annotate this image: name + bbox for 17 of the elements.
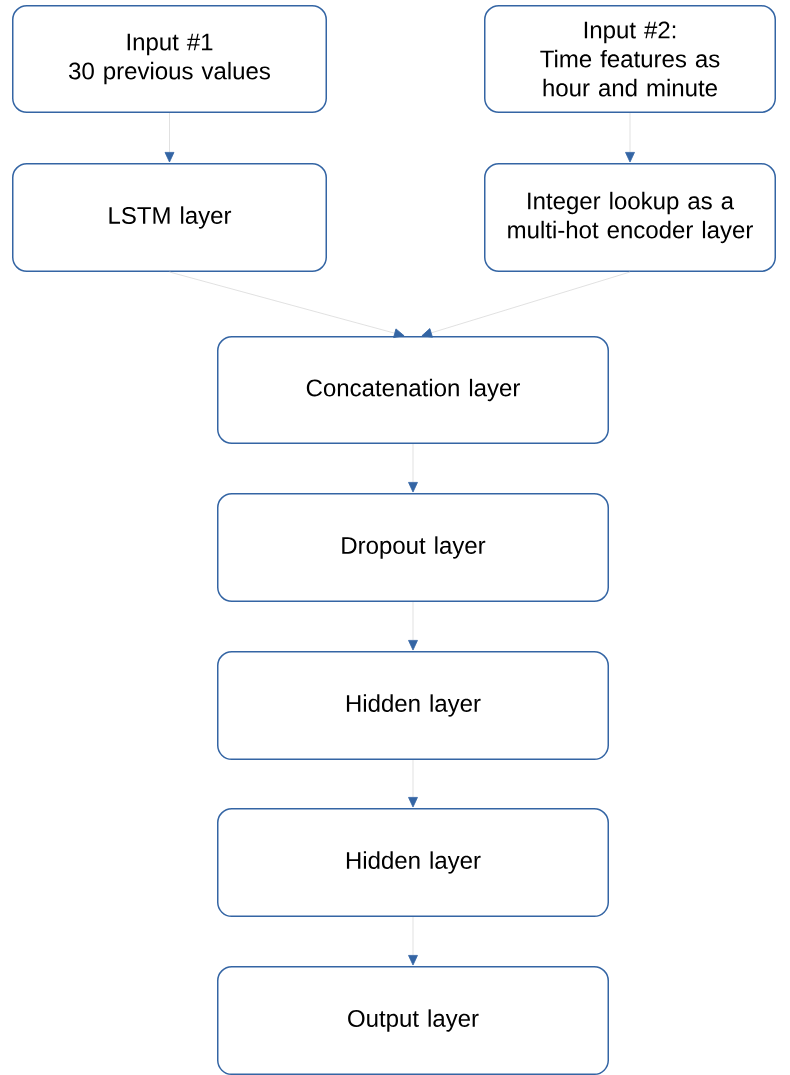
arrow xyxy=(169,271,405,338)
layer-box: Hidden layer xyxy=(217,651,609,760)
arrow xyxy=(421,271,631,338)
layer-box: Input #2: Time features as hour and minute xyxy=(484,5,776,113)
arrow xyxy=(625,112,635,163)
layer-box: Input #1 30 previous values xyxy=(12,5,327,113)
layer-box: Hidden layer xyxy=(217,808,609,917)
arrow xyxy=(408,916,418,966)
arrow xyxy=(164,112,175,163)
layer-box: LSTM layer xyxy=(12,163,327,272)
arrow xyxy=(408,759,418,808)
layer-box: Output layer xyxy=(217,966,609,1075)
arrow xyxy=(408,443,418,493)
layer-box: Integer lookup as a multi-hot encoder layer xyxy=(484,163,776,272)
arrow xyxy=(408,601,418,651)
layer-box: Dropout layer xyxy=(217,493,609,602)
layer-box: Concatenation layer xyxy=(217,336,609,444)
